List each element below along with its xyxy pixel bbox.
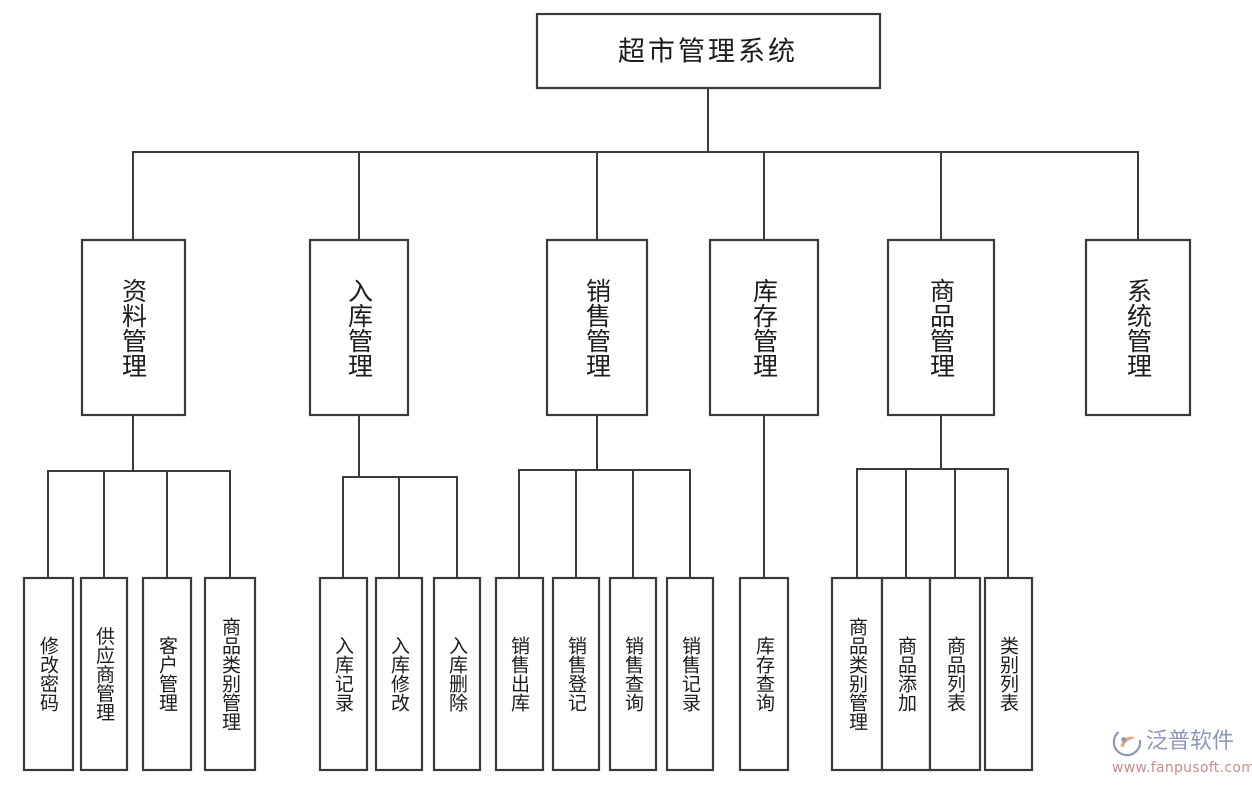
node-level2-xs-label: 销售管理 [583,278,612,378]
node-leaf-xs-0-label: 销售出库 [508,636,530,712]
node-leaf-zl-1-box[interactable] [79,576,129,772]
node-leaf-sp-0[interactable]: 商品类别管理 [830,576,884,772]
node-leaf-xs-3[interactable]: 销售记录 [665,576,715,772]
node-leaf-xs-1-box[interactable] [551,576,601,772]
node-leaf-zl-2[interactable]: 客户管理 [141,576,193,772]
node-leaf-zl-3[interactable]: 商品类别管理 [203,576,257,772]
node-leaf-rk-0-label: 入库记录 [332,636,354,712]
node-level2-xs-box[interactable] [545,238,649,417]
node-level2-xs[interactable]: 销售管理 [545,238,649,417]
node-leaf-sp-1-label: 商品添加 [895,636,917,712]
node-root[interactable]: 超市管理系统 [535,12,882,90]
node-level2-kc-label: 库存管理 [750,278,779,378]
node-leaf-rk-1-label: 入库修改 [388,636,410,712]
node-leaf-rk-0-box[interactable] [318,576,369,772]
node-leaf-zl-3-box[interactable] [203,576,257,772]
node-leaf-kc-0-label: 库存查询 [753,636,775,712]
node-root-label: 超市管理系统 [618,37,798,68]
connector-group-xs [518,414,691,579]
node-leaf-zl-0[interactable]: 修改密码 [22,576,75,772]
node-level2-sp-box[interactable] [886,238,996,417]
connector-group-rk [342,414,458,579]
node-leaf-rk-1-box[interactable] [374,576,424,772]
node-leaf-xs-3-box[interactable] [665,576,715,772]
node-leaf-rk-2-label: 入库删除 [446,636,468,712]
node-level2-xt-label: 系统管理 [1124,278,1153,378]
connector-group-zl [47,414,231,579]
node-level2-rk-label: 入库管理 [345,278,374,378]
node-leaf-xs-2[interactable]: 销售查询 [608,576,658,772]
node-level2-sp-label: 商品管理 [927,278,956,378]
node-level2-sp[interactable]: 商品管理 [886,238,996,417]
node-leaf-rk-1[interactable]: 入库修改 [374,576,424,772]
node-leaf-zl-1-label: 供应商管理 [93,626,115,721]
node-leaf-xs-0[interactable]: 销售出库 [494,576,545,772]
connector-group-root [132,87,1139,241]
node-leaf-sp-0-label: 商品类别管理 [846,617,868,731]
node-leaf-rk-2-box[interactable] [432,576,482,772]
node-level2-rk[interactable]: 入库管理 [308,238,410,417]
node-level2-kc[interactable]: 库存管理 [708,238,820,417]
node-leaf-sp-2-label: 商品列表 [944,636,966,712]
node-root-box[interactable] [535,12,882,90]
node-leaf-rk-2[interactable]: 入库删除 [432,576,482,772]
node-leaf-xs-2-box[interactable] [608,576,658,772]
node-leaf-kc-0-box[interactable] [738,576,790,772]
node-leaf-sp-2[interactable]: 商品列表 [928,576,982,772]
node-leaf-xs-2-label: 销售查询 [622,636,644,712]
node-leaf-xs-1-label: 销售登记 [565,636,587,712]
node-leaf-sp-1-box[interactable] [880,576,932,772]
node-leaf-xs-1[interactable]: 销售登记 [551,576,601,772]
node-leaf-sp-3-label: 类别列表 [997,636,1019,712]
node-leaf-sp-2-box[interactable] [928,576,982,772]
node-level2-xt-box[interactable] [1084,238,1192,417]
node-level2-zl-box[interactable] [80,238,187,417]
node-leaf-kc-0[interactable]: 库存查询 [738,576,790,772]
node-leaf-zl-0-box[interactable] [22,576,75,772]
node-leaf-sp-3[interactable]: 类别列表 [983,576,1034,772]
node-leaf-zl-0-label: 修改密码 [37,636,59,712]
connector-group-sp [856,414,1009,579]
node-level2-xt[interactable]: 系统管理 [1084,238,1192,417]
node-leaf-sp-0-box[interactable] [830,576,884,772]
node-leaf-xs-3-label: 销售记录 [679,636,701,712]
node-leaf-sp-3-box[interactable] [983,576,1034,772]
node-level2-zl[interactable]: 资料管理 [80,238,187,417]
node-leaf-sp-1[interactable]: 商品添加 [880,576,932,772]
node-leaf-zl-1[interactable]: 供应商管理 [79,576,129,772]
node-level2-kc-box[interactable] [708,238,820,417]
node-level2-rk-box[interactable] [308,238,410,417]
node-level2-zl-label: 资料管理 [119,278,148,378]
node-leaf-zl-3-label: 商品类别管理 [219,617,241,731]
node-leaf-rk-0[interactable]: 入库记录 [318,576,369,772]
node-leaf-zl-2-label: 客户管理 [156,636,178,712]
node-leaf-zl-2-box[interactable] [141,576,193,772]
node-leaf-xs-0-box[interactable] [494,576,545,772]
